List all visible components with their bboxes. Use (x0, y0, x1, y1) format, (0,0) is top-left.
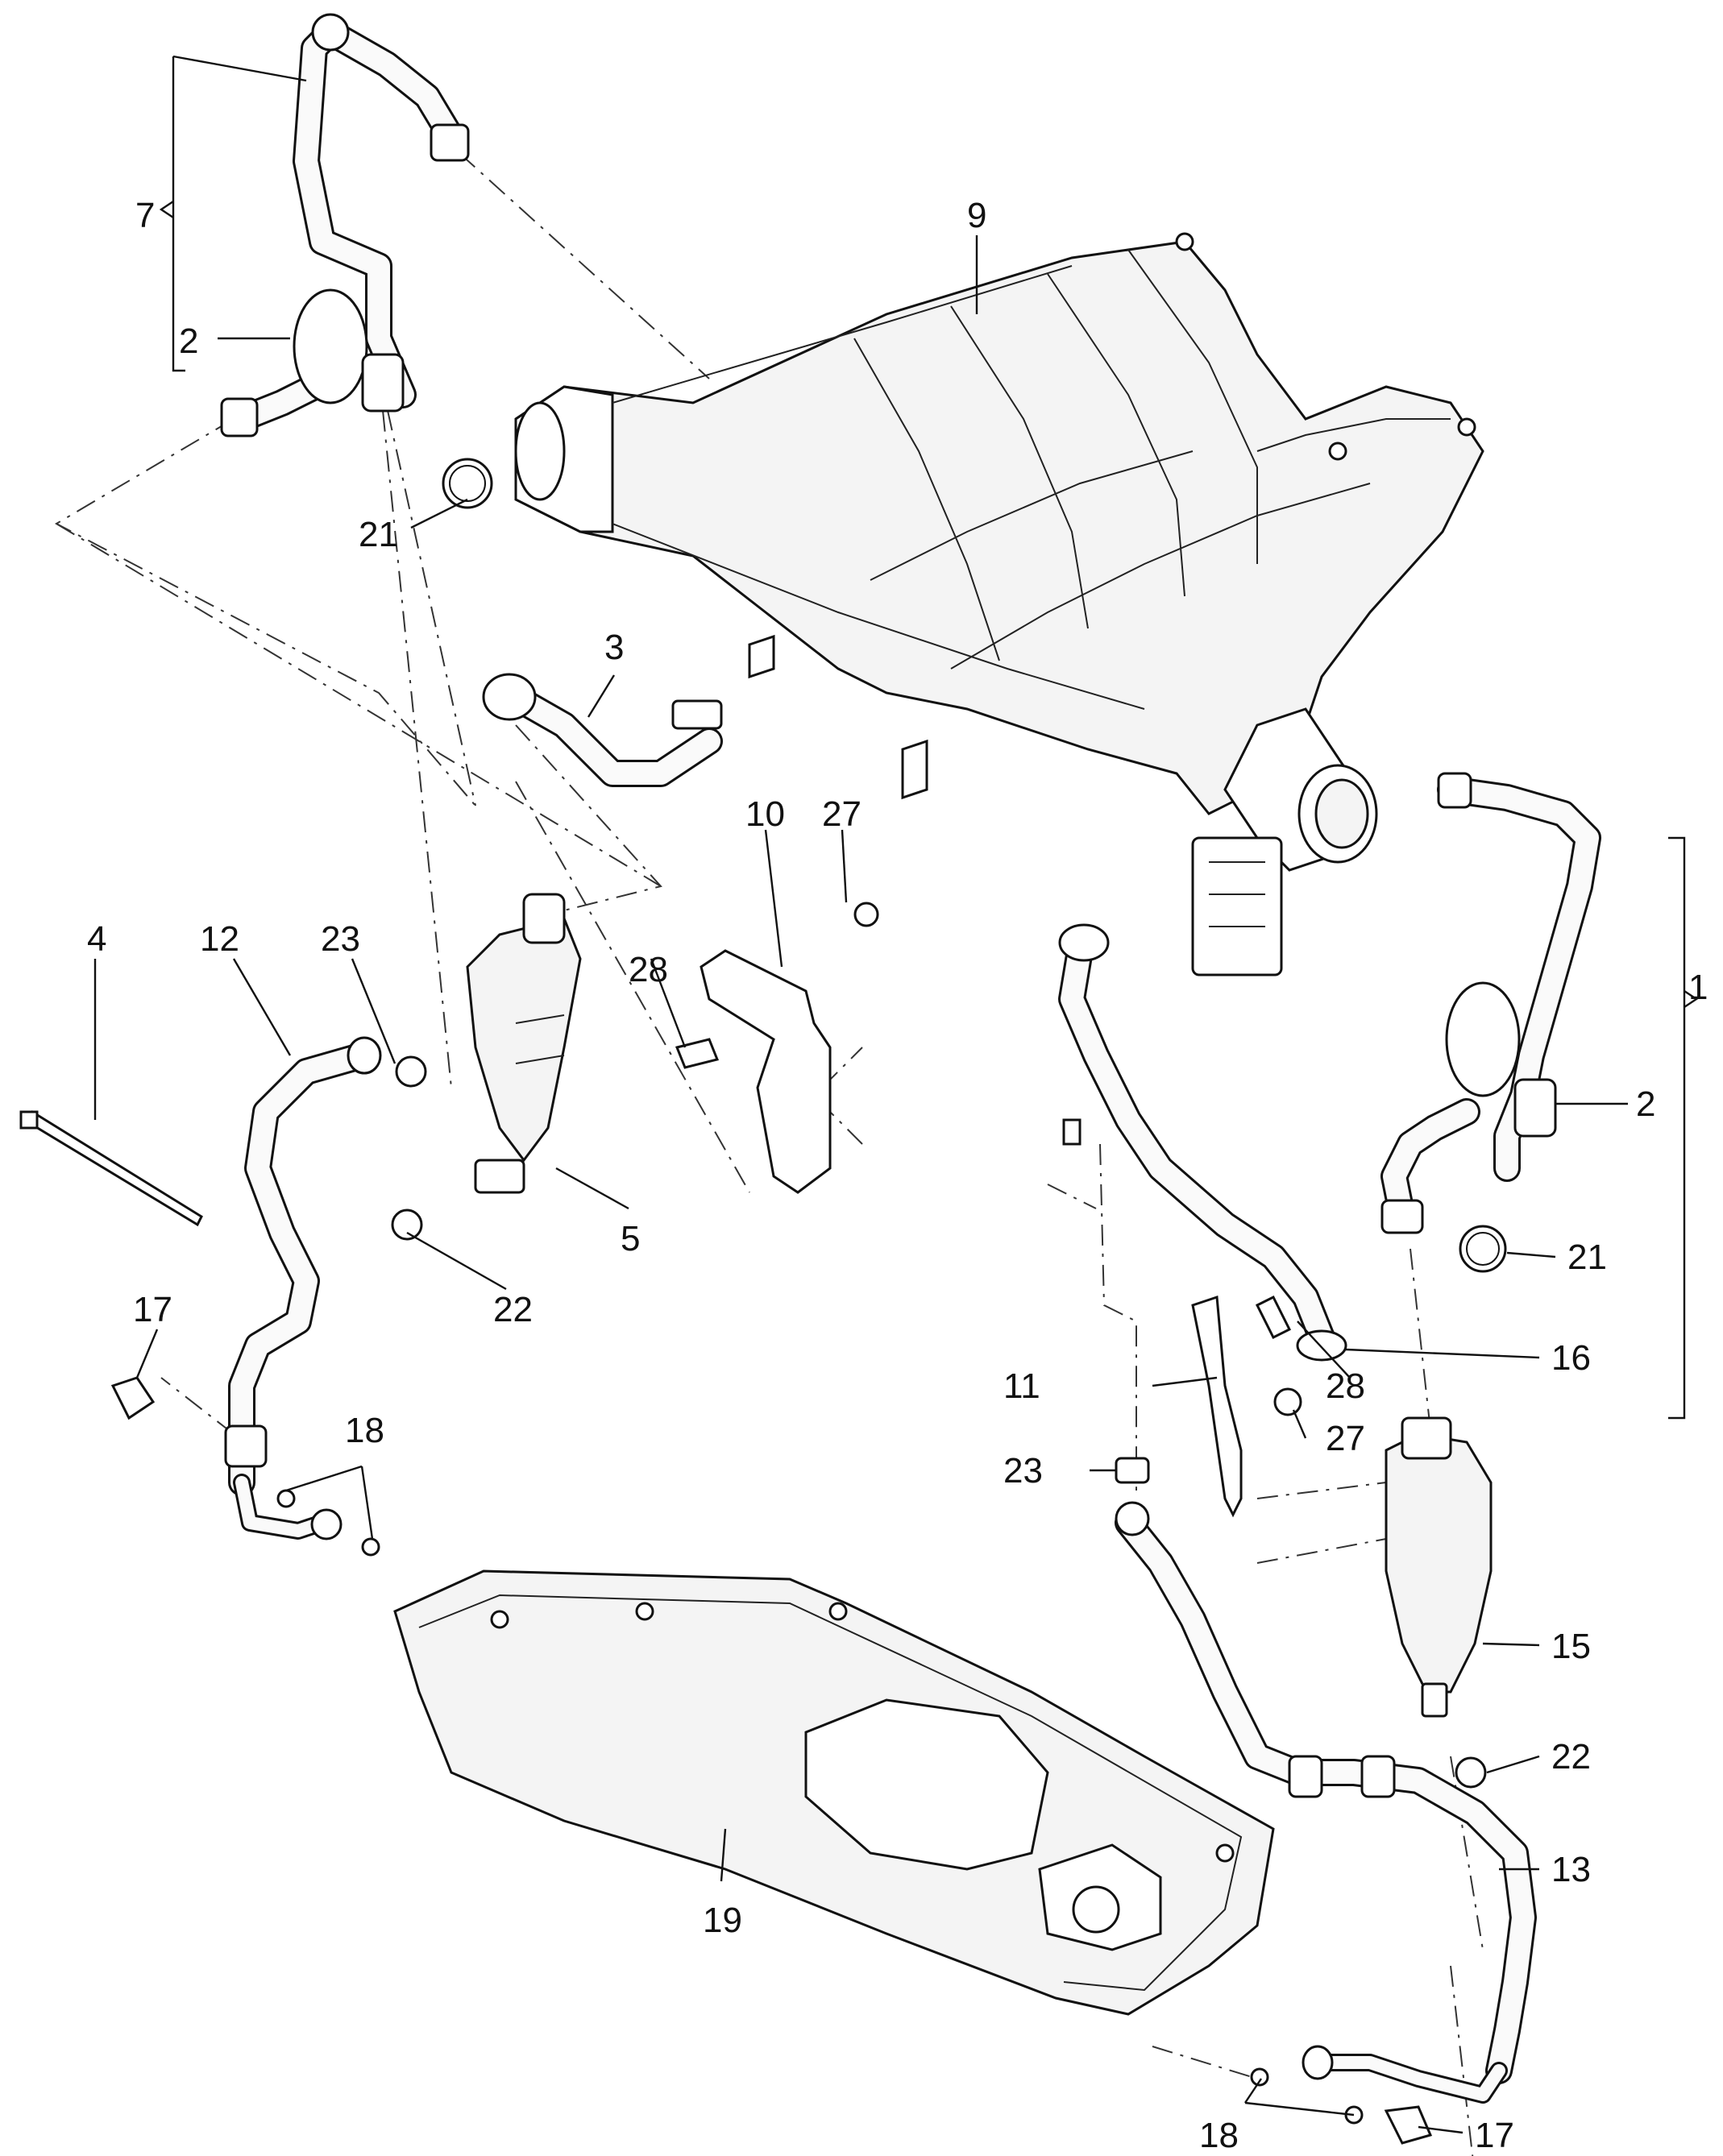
hose-3 (482, 673, 723, 787)
callout-12: 12 (200, 919, 239, 959)
callout-21-top: 21 (359, 515, 398, 554)
callout-19: 19 (703, 1901, 742, 1940)
callout-18-right: 18 (1199, 2116, 1239, 2155)
callout-22-right: 22 (1551, 1737, 1591, 1777)
callout-23-left: 23 (321, 919, 360, 959)
callout-15: 15 (1551, 1627, 1591, 1666)
callout-17-left: 17 (133, 1290, 172, 1329)
intake-manifold (514, 232, 1484, 976)
callout-21-right: 21 (1567, 1238, 1607, 1277)
callout-7: 7 (135, 196, 155, 235)
callout-27-right: 27 (1326, 1419, 1365, 1458)
hose-13 (1115, 1501, 1537, 2104)
hose-12 (224, 1036, 427, 1540)
callout-27-top: 27 (822, 794, 862, 834)
clip-23-right (1115, 1457, 1150, 1484)
bracket-10 (675, 902, 879, 1194)
callout-2-top: 2 (179, 321, 198, 361)
hose-16 (1058, 923, 1347, 1362)
callouts: 7 2 21 9 3 10 27 28 4 12 23 5 22 17 18 1… (87, 196, 1708, 2155)
callout-22-left: 22 (493, 1290, 533, 1329)
breather-hose-1 (1380, 772, 1601, 1273)
callout-3: 3 (604, 628, 624, 667)
callout-23-right: 23 (1003, 1451, 1043, 1491)
callout-11: 11 (1003, 1366, 1040, 1406)
oil-separator-5 (466, 893, 582, 1194)
callout-16: 16 (1551, 1338, 1591, 1378)
assembly-lines (54, 152, 1484, 2156)
callout-4: 4 (87, 919, 106, 959)
oil-separator-15 (1385, 1416, 1493, 1789)
callout-1: 1 (1688, 968, 1708, 1007)
breather-hose-7 (220, 13, 493, 509)
callout-18-left: 18 (345, 1411, 384, 1450)
callout-28-right: 28 (1326, 1366, 1365, 1406)
cable-tie-4 (19, 1110, 203, 1227)
callout-9: 9 (967, 196, 986, 235)
callout-28-top: 28 (629, 950, 668, 989)
callout-5: 5 (621, 1219, 640, 1258)
callout-17-right: 17 (1475, 2116, 1514, 2155)
callout-13: 13 (1551, 1850, 1591, 1889)
callout-10: 10 (745, 794, 785, 834)
bracket-11 (1191, 1295, 1302, 1518)
callout-2-right: 2 (1636, 1084, 1655, 1124)
oil-pan-19 (393, 1569, 1275, 2016)
leader-lines (93, 55, 1699, 2134)
